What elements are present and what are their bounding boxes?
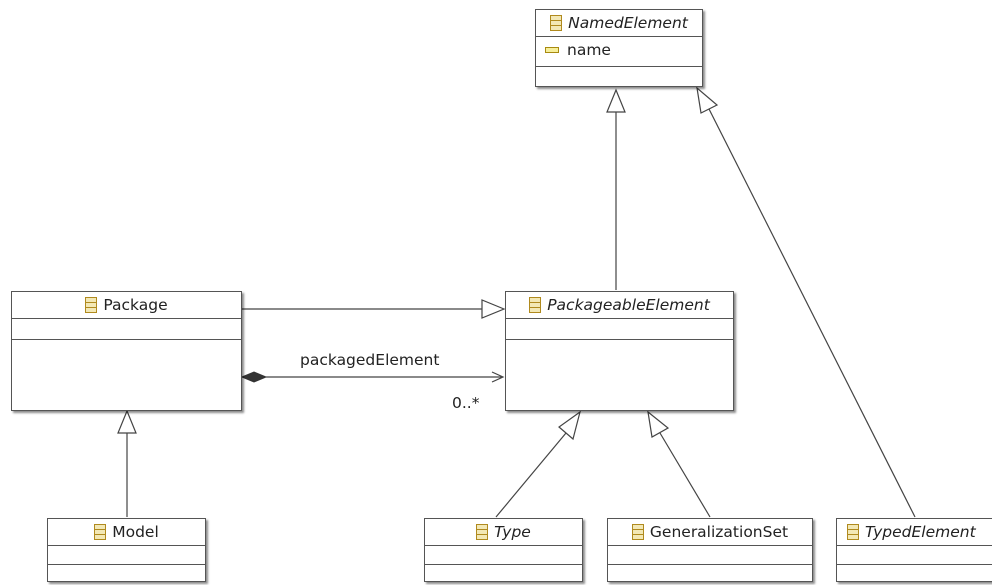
operation-compartment	[536, 67, 702, 87]
class-icon	[632, 524, 644, 540]
class-model[interactable]: Model	[47, 518, 206, 582]
attribute-icon	[545, 47, 559, 53]
operation-compartment	[425, 565, 582, 581]
class-type[interactable]: Type	[424, 518, 583, 582]
class-header: GeneralizationSet	[608, 519, 812, 546]
attribute-compartment	[506, 319, 733, 340]
class-header: TypedElement	[837, 519, 992, 546]
operation-compartment	[12, 340, 241, 410]
class-icon	[529, 297, 541, 313]
class-packageable-element[interactable]: PackageableElement	[505, 291, 734, 411]
operation-compartment	[48, 565, 205, 581]
attribute-compartment	[837, 546, 992, 565]
class-icon	[85, 297, 97, 313]
class-header: Model	[48, 519, 205, 546]
attribute-compartment	[425, 546, 582, 565]
generalization-genset-to-packageable[interactable]	[647, 410, 711, 518]
class-header: Package	[12, 292, 241, 319]
class-name: GeneralizationSet	[649, 523, 789, 541]
attribute-name: name	[567, 41, 611, 59]
class-generalization-set[interactable]: GeneralizationSet	[607, 518, 813, 582]
generalization-model-to-package[interactable]	[117, 409, 137, 517]
class-name: Type	[494, 523, 531, 541]
class-name: PackageableElement	[547, 296, 710, 314]
class-icon	[847, 524, 859, 540]
attribute-compartment	[12, 319, 241, 340]
generalization-packageable-to-named[interactable]	[606, 88, 626, 290]
class-name: TypedElement	[865, 523, 976, 541]
generalization-type-to-packageable[interactable]	[495, 410, 581, 518]
operation-compartment	[506, 340, 733, 410]
class-name: NamedElement	[568, 14, 688, 32]
attribute-compartment	[608, 546, 812, 565]
association-role-label: packagedElement	[300, 351, 440, 369]
generalization-package-to-packageable[interactable]	[241, 299, 506, 319]
class-header: NamedElement	[536, 10, 702, 37]
composition-packaged-element[interactable]	[240, 371, 505, 383]
operation-compartment	[608, 565, 812, 581]
generalization-typed-to-named[interactable]	[696, 86, 916, 518]
association-multiplicity-label: 0..*	[452, 394, 480, 412]
class-package[interactable]: Package	[11, 291, 242, 411]
attribute-row[interactable]: name	[536, 37, 702, 63]
class-header: Type	[425, 519, 582, 546]
class-icon	[94, 524, 106, 540]
class-typed-element[interactable]: TypedElement	[836, 518, 992, 582]
class-name: Package	[103, 296, 168, 314]
class-icon	[550, 15, 562, 31]
class-name: Model	[112, 523, 159, 541]
attribute-compartment	[48, 546, 205, 565]
class-header: PackageableElement	[506, 292, 733, 319]
operation-compartment	[837, 565, 992, 581]
class-icon	[476, 524, 488, 540]
attribute-compartment: name	[536, 37, 702, 67]
class-named-element[interactable]: NamedElement name	[535, 9, 703, 87]
